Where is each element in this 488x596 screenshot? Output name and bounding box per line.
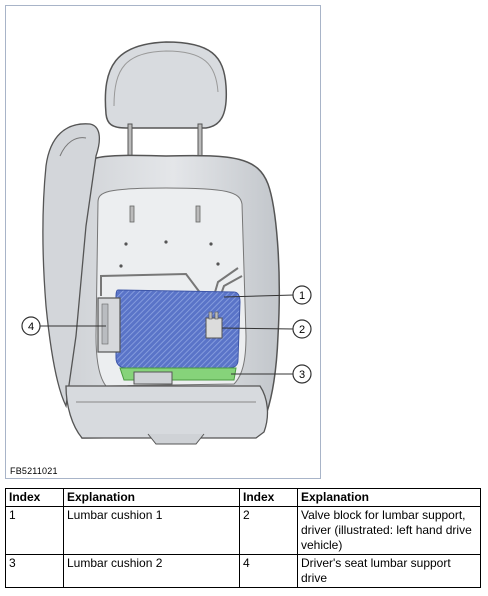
svg-text:4: 4 xyxy=(28,321,34,333)
callout-3: 3 xyxy=(292,364,312,384)
header-index: Index xyxy=(5,488,64,507)
headrest xyxy=(104,41,228,129)
figure-frame: 1 2 3 4 FB5211021 xyxy=(5,5,321,479)
legend-header-row: Index Explanation Index Explanation xyxy=(5,488,481,507)
seat-illustration: 1 2 3 4 xyxy=(21,41,312,445)
header-explanation: Explanation xyxy=(63,488,240,507)
valve-block xyxy=(205,317,223,339)
table-row: 1 Lumbar cushion 1 2 Valve block for lum… xyxy=(5,506,481,555)
lumbar-drive xyxy=(97,297,121,353)
header-explanation: Explanation xyxy=(297,488,481,507)
explanation-cell: Valve block for lumbar support, driver (… xyxy=(297,506,481,555)
header-index: Index xyxy=(239,488,298,507)
index-cell: 1 xyxy=(5,506,64,555)
seat-base xyxy=(65,385,269,439)
explanation-cell: Lumbar cushion 1 xyxy=(63,506,240,555)
svg-text:2: 2 xyxy=(299,324,305,336)
legend-table: Index Explanation Index Explanation 1 Lu… xyxy=(5,488,481,588)
side-bolster xyxy=(42,123,101,409)
explanation-cell: Lumbar cushion 2 xyxy=(63,554,240,588)
callout-4: 4 xyxy=(21,316,41,336)
callout-1: 1 xyxy=(292,285,312,305)
figure-code: FB5211021 xyxy=(10,466,58,476)
index-cell: 3 xyxy=(5,554,64,588)
table-row: 3 Lumbar cushion 2 4 Driver's seat lumba… xyxy=(5,554,481,588)
explanation-cell: Driver's seat lumbar support drive xyxy=(297,554,481,588)
svg-text:1: 1 xyxy=(299,290,305,302)
callout-2: 2 xyxy=(292,319,312,339)
index-cell: 4 xyxy=(239,554,298,588)
index-cell: 2 xyxy=(239,506,298,555)
svg-text:3: 3 xyxy=(299,369,305,381)
